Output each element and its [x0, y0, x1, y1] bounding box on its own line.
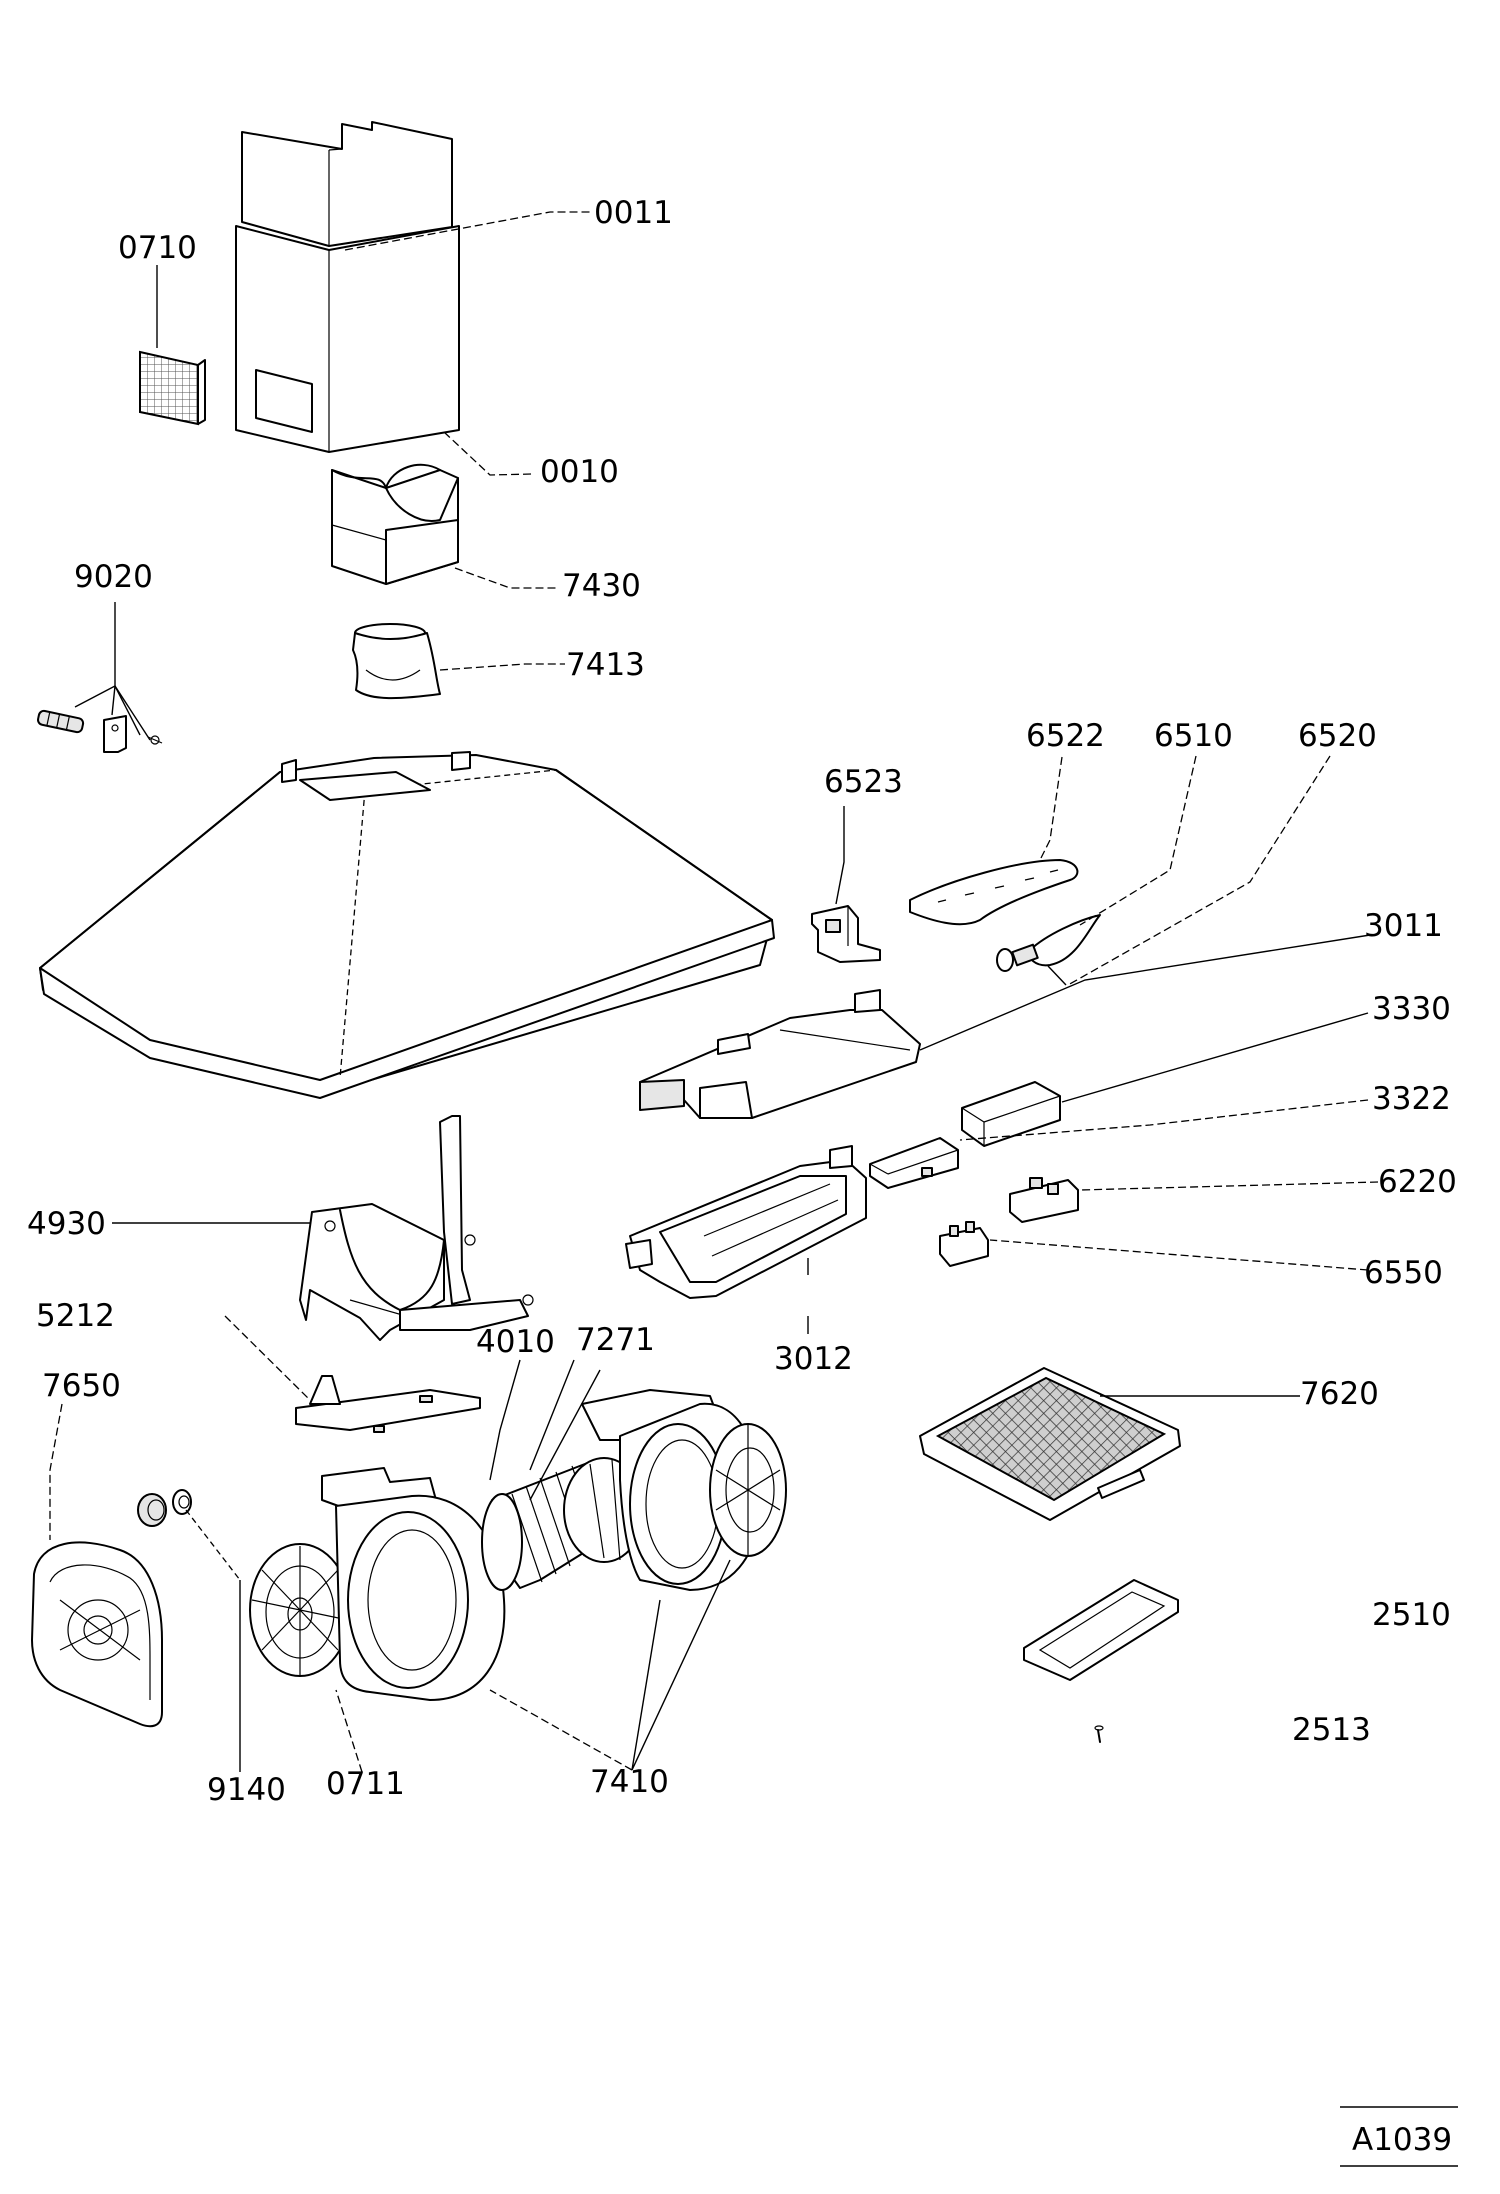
- wall-bracket-9020: [37, 709, 163, 753]
- label-6523: 6523: [824, 764, 903, 800]
- upper-chimney-0011: [241, 121, 453, 247]
- label-7271: 7271: [576, 1322, 655, 1358]
- label-4010: 4010: [476, 1324, 555, 1360]
- label-9140: 9140: [207, 1772, 286, 1808]
- fan-grille-0711: [249, 1543, 351, 1677]
- label-0711: 0711: [326, 1766, 405, 1802]
- label-3012: 3012: [774, 1341, 853, 1377]
- label-5212: 5212: [36, 1298, 115, 1334]
- label-7650: 7650: [42, 1368, 121, 1404]
- vent-grille-0710: [139, 350, 206, 426]
- fan-housing-right: [581, 1389, 787, 1591]
- label-6220: 6220: [1378, 1164, 1457, 1200]
- label-3322: 3322: [1372, 1081, 1451, 1117]
- part-labels: 0011 0710 0010 7430 9020 7413 6522 6510 …: [27, 195, 1457, 2158]
- hood-canopy: [39, 751, 775, 1099]
- switch-3330: [961, 1081, 1061, 1147]
- label-3330: 3330: [1372, 991, 1451, 1027]
- control-panel-3012: [625, 1145, 867, 1299]
- label-7430: 7430: [562, 568, 641, 604]
- label-2510: 2510: [1372, 1597, 1451, 1633]
- label-7410: 7410: [590, 1764, 669, 1800]
- light-housing-3011: [639, 989, 921, 1119]
- label-4930: 4930: [27, 1206, 106, 1242]
- label-6510: 6510: [1154, 718, 1233, 754]
- lower-chimney-0010: [235, 225, 460, 453]
- label-0710: 0710: [118, 230, 197, 266]
- label-0011: 0011: [594, 195, 673, 231]
- switch-3322: [869, 1137, 959, 1189]
- motor-7271: [481, 1457, 645, 1591]
- connector-6220: [1009, 1177, 1079, 1223]
- light-bulb-6510: [996, 914, 1101, 972]
- carbon-filter-7650: [31, 1541, 163, 1728]
- filter-pad-2510: [1023, 1579, 1179, 1681]
- lamp-holder-6523: [811, 905, 881, 963]
- lamp-cover-6522: [909, 859, 1079, 926]
- label-6550: 6550: [1364, 1255, 1443, 1291]
- duct-adapter-7413: [352, 623, 441, 700]
- air-diverter-7430: [331, 463, 459, 585]
- label-7620: 7620: [1300, 1376, 1379, 1412]
- label-0010: 0010: [540, 454, 619, 490]
- terminal-block-6550: [939, 1221, 989, 1267]
- label-2513: 2513: [1292, 1712, 1371, 1748]
- label-9020: 9020: [74, 559, 153, 595]
- drawing-number: A1039: [1352, 2122, 1452, 2158]
- leader-lines: [49, 211, 1458, 2167]
- mounting-plate-5212: [295, 1375, 481, 1433]
- label-6520: 6520: [1298, 718, 1377, 754]
- label-7413: 7413: [566, 647, 645, 683]
- grease-filter-7620: [919, 1367, 1181, 1521]
- knobs-9140: [137, 1489, 192, 1527]
- screw-2513: [1094, 1725, 1104, 1743]
- fan-housing-left: [321, 1467, 506, 1701]
- label-6522: 6522: [1026, 718, 1105, 754]
- motor-bracket-4930: [299, 1115, 534, 1341]
- label-3011: 3011: [1364, 908, 1443, 944]
